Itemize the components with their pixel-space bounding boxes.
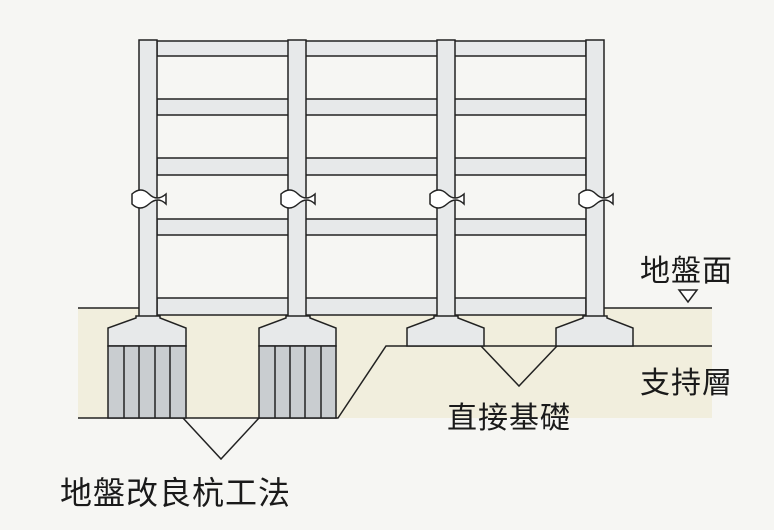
improvement-piles-left — [107, 345, 187, 419]
break-marks — [131, 189, 614, 209]
frame — [138, 39, 605, 318]
bearing-layer-boundary — [78, 345, 712, 419]
column — [138, 39, 158, 318]
column — [287, 39, 307, 318]
improvement-piles-right — [258, 345, 337, 419]
direct-foundation-label: 直接基礎 — [447, 401, 571, 436]
beam — [156, 157, 587, 176]
footings — [107, 315, 634, 347]
break-mark-icon — [578, 189, 614, 209]
bearing-layer-label: 支持層 — [640, 366, 733, 401]
ground-level-marker-icon — [677, 289, 699, 304]
footing — [406, 315, 485, 347]
break-mark-icon — [280, 189, 316, 209]
soil-layer — [78, 308, 712, 418]
footing — [107, 315, 187, 347]
break-mark-icon — [131, 189, 167, 209]
beam — [156, 98, 587, 116]
footing — [258, 315, 337, 347]
leader-ground-improvement — [182, 417, 260, 461]
break-mark-icon — [429, 189, 465, 209]
leader-direct-foundation — [480, 345, 558, 388]
column — [585, 39, 605, 318]
ground-level-label: 地盤面 — [640, 254, 733, 289]
beam — [156, 218, 587, 236]
footing — [555, 315, 634, 347]
column — [436, 39, 456, 318]
beam — [156, 40, 587, 57]
beam — [156, 297, 587, 316]
ground-improvement-pile-method-label: 地盤改良杭工法 — [60, 474, 292, 512]
